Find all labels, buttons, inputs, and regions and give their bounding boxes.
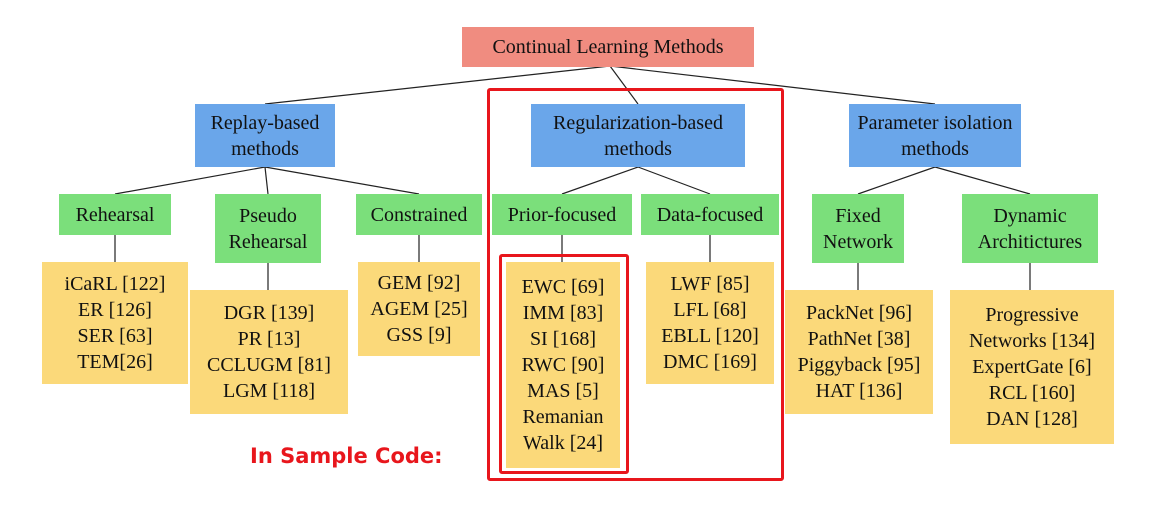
method-item: Piggyback [95] — [797, 354, 921, 376]
method-item: Remanian — [522, 406, 604, 428]
method-item: LWF [85] — [670, 273, 750, 295]
method-item: GSS [9] — [386, 324, 452, 346]
leaf-pseudo-rehearsal-methods: DGR [139] PR [13] CCLUGM [81] LGM [118] — [190, 290, 348, 414]
category-label-line: Regularization-based — [553, 111, 723, 134]
method-item: ER [126] — [78, 299, 152, 321]
subcategory-fixed-network: Fixed Network — [812, 194, 904, 263]
method-item: iCaRL [122] — [64, 273, 166, 295]
highlight-prior-focused-methods — [499, 254, 629, 474]
method-item: RCL [160] — [988, 382, 1076, 404]
method-item: LGM [118] — [222, 380, 316, 402]
method-item: DGR [139] — [223, 302, 315, 324]
leaf-data-focused-methods: LWF [85] LFL [68] EBLL [120] DMC [169] — [646, 262, 774, 384]
method-item: Walk [24] — [522, 432, 604, 454]
leaf-rehearsal-methods: iCaRL [122] ER [126] SER [63] TEM[26] — [42, 262, 188, 384]
subcategory-label: Constrained — [370, 203, 468, 226]
subcategory-label: Prior-focused — [507, 203, 617, 226]
method-item: MAS [5] — [527, 380, 599, 402]
highlight-regularization-group — [487, 88, 784, 481]
method-item: EWC [69] — [521, 276, 605, 298]
in-sample-code-annotation: In Sample Code: — [250, 444, 443, 468]
method-item: TEM[26] — [77, 351, 153, 373]
method-item: IMM [83] — [522, 302, 604, 324]
subcategory-prior-focused: Prior-focused — [492, 194, 632, 235]
category-label-line: Replay-based — [210, 111, 320, 134]
leaf-dynamic-architectures-methods: Progressive Networks [134] ExpertGate [6… — [950, 290, 1114, 444]
subcategory-pseudo-rehearsal: Pseudo Rehearsal — [215, 194, 321, 263]
subcategory-label: Architictures — [977, 230, 1083, 253]
method-item: ExpertGate [6] — [972, 356, 1092, 378]
method-item: DMC [169] — [663, 351, 757, 373]
method-item: Networks [134] — [968, 330, 1096, 352]
subcategory-rehearsal: Rehearsal — [59, 194, 171, 235]
leaf-constrained-methods: GEM [92] AGEM [25] GSS [9] — [358, 262, 480, 356]
method-item: PR [13] — [237, 328, 301, 350]
method-item: GEM [92] — [377, 272, 461, 294]
method-item: SI [168] — [529, 328, 597, 350]
method-item: PathNet [38] — [807, 328, 911, 350]
category-regularization-based: Regularization-based methods — [531, 104, 745, 167]
category-replay-based: Replay-based methods — [195, 104, 335, 167]
root-node: Continual Learning Methods — [462, 27, 754, 67]
method-item: RWC [90] — [521, 354, 605, 376]
leaf-fixed-network-methods: PackNet [96] PathNet [38] Piggyback [95]… — [785, 290, 933, 414]
subcategory-label: Network — [823, 230, 893, 253]
method-item: EBLL [120] — [661, 325, 759, 347]
subcategory-label: Data-focused — [656, 203, 764, 226]
leaf-prior-focused-methods: EWC [69] IMM [83] SI [168] RWC [90] MAS … — [506, 262, 620, 468]
method-item: HAT [136] — [815, 380, 903, 402]
category-label-line: methods — [901, 137, 969, 160]
method-item: DAN [128] — [986, 408, 1078, 430]
subcategory-dynamic-architectures: Dynamic Architictures — [962, 194, 1098, 263]
subcategory-label: Dynamic — [993, 204, 1067, 227]
category-label-line: Parameter isolation — [857, 111, 1013, 134]
method-item: CCLUGM [81] — [207, 354, 331, 376]
method-item: Progressive — [985, 304, 1079, 326]
category-label-line: methods — [604, 137, 672, 160]
method-item: AGEM [25] — [370, 298, 468, 320]
method-item: SER [63] — [77, 325, 153, 347]
method-item: LFL [68] — [673, 299, 747, 321]
method-item: PackNet [96] — [805, 302, 913, 324]
root-label: Continual Learning Methods — [492, 36, 724, 58]
category-label-line: methods — [231, 137, 299, 160]
subcategory-label: Rehearsal — [228, 230, 308, 253]
category-parameter-isolation: Parameter isolation methods — [849, 104, 1021, 167]
subcategory-label: Fixed — [835, 204, 881, 227]
subcategory-label: Pseudo — [239, 204, 297, 227]
subcategory-label: Rehearsal — [75, 203, 155, 226]
subcategory-constrained: Constrained — [356, 194, 482, 235]
subcategory-data-focused: Data-focused — [641, 194, 779, 235]
